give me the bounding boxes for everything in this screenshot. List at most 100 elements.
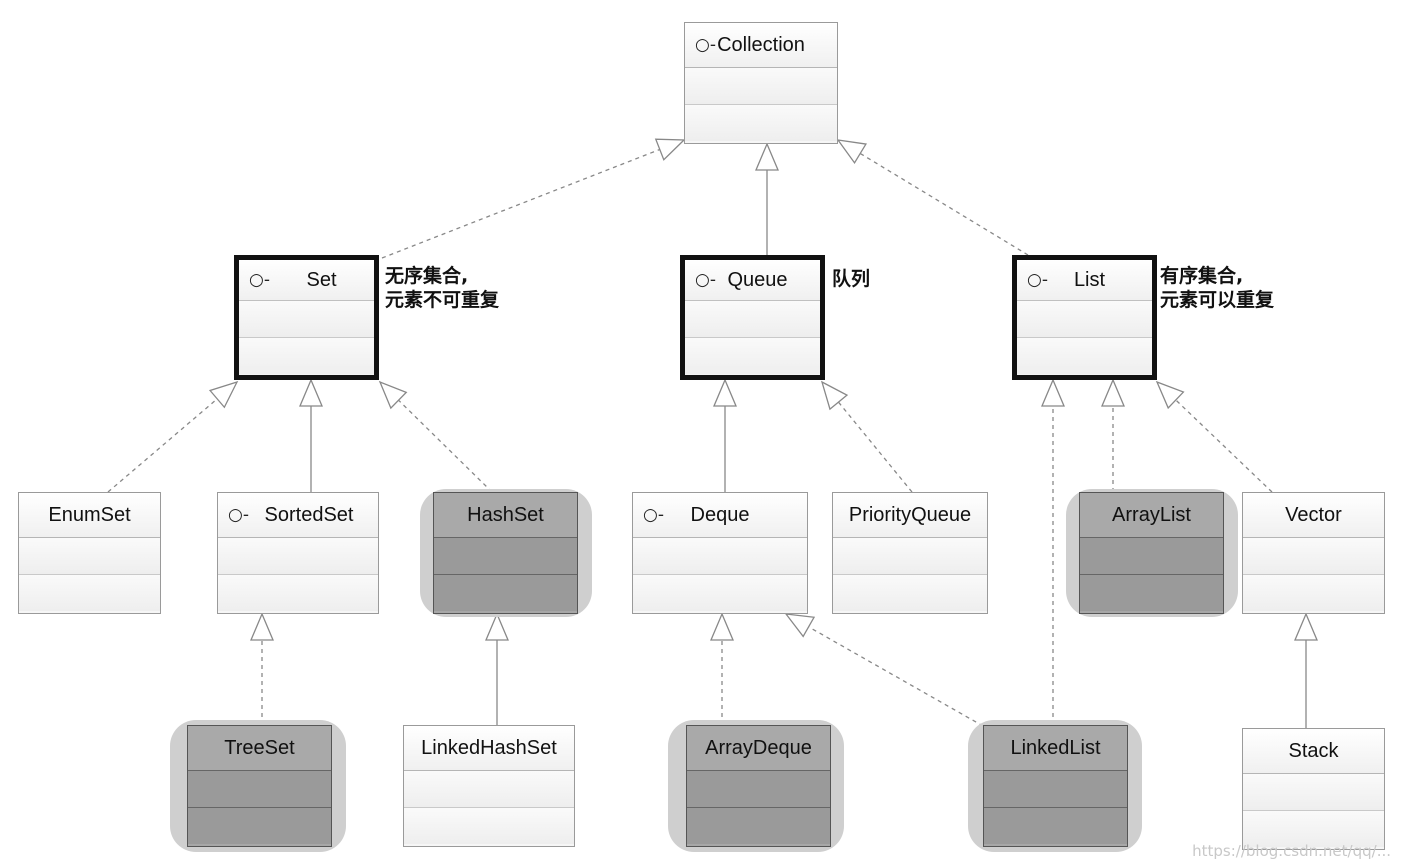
vector-name: Vector: [1285, 504, 1342, 526]
set-annotation: 无序集合, 元素不可重复: [385, 265, 500, 311]
treeset-attributes: [188, 771, 331, 808]
stack-to-vector-arrowhead: [1294, 612, 1318, 641]
set-class[interactable]: ○- Set: [234, 255, 379, 380]
deque-header: ○- Deque: [633, 493, 807, 538]
treeset-class[interactable]: TreeSet: [187, 725, 332, 847]
hashset-name: HashSet: [467, 504, 544, 526]
set-header: ○- Set: [239, 260, 374, 301]
set-to-collection-line: [381, 148, 661, 259]
queue-attributes: [685, 301, 820, 338]
deque-attributes: [633, 538, 807, 575]
interface-icon: ○-: [643, 505, 664, 525]
hashset-to-set-line: [398, 399, 493, 493]
interface-icon: ○-: [249, 270, 270, 290]
arraydeque-name: ArrayDeque: [705, 737, 812, 759]
priorityqueue-to-queue-arrowhead: [820, 380, 849, 411]
enumset-to-set-line: [107, 398, 218, 493]
vector-class[interactable]: Vector: [1242, 492, 1385, 614]
sortedset-class[interactable]: ○- SortedSet: [217, 492, 379, 614]
queue-annotation: 队列: [832, 268, 871, 290]
arraylist-attributes: [1080, 538, 1223, 575]
collection-methods: [685, 105, 837, 141]
enumset-class[interactable]: EnumSet: [18, 492, 161, 614]
interface-icon: ○-: [695, 35, 716, 55]
list-name: List: [1073, 269, 1106, 291]
linkedlist-attributes: [984, 771, 1127, 808]
deque-to-queue-arrowhead: [713, 378, 737, 407]
linkedlist-header: LinkedList: [984, 726, 1127, 771]
list-attributes: [1017, 301, 1152, 338]
linkedlist-class[interactable]: LinkedList: [983, 725, 1128, 847]
linkedhashset-to-hashset-arrowhead: [485, 612, 509, 641]
arraylist-to-list-arrowhead: [1101, 378, 1125, 407]
deque-name: Deque: [690, 504, 750, 526]
priorityqueue-name: PriorityQueue: [848, 504, 972, 526]
list-class[interactable]: ○- List: [1012, 255, 1157, 380]
vector-to-list-arrowhead: [1155, 380, 1185, 410]
priorityqueue-attributes: [833, 538, 987, 575]
priorityqueue-header: PriorityQueue: [833, 493, 987, 538]
treeset-name: TreeSet: [224, 737, 295, 759]
linkedlist-to-list-arrowhead: [1041, 378, 1065, 407]
linkedhashset-header: LinkedHashSet: [404, 726, 574, 771]
hashset-header: HashSet: [434, 493, 577, 538]
sortedset-header: ○- SortedSet: [218, 493, 378, 538]
hashset-methods: [434, 575, 577, 611]
enumset-header: EnumSet: [19, 493, 160, 538]
arraydeque-class[interactable]: ArrayDeque: [686, 725, 831, 847]
enumset-to-set-arrowhead: [208, 380, 239, 409]
arraydeque-header: ArrayDeque: [687, 726, 830, 771]
watermark: https://blog.csdn.net/qq/...: [1192, 842, 1391, 860]
vector-methods: [1243, 575, 1384, 611]
interface-icon: ○-: [1027, 270, 1048, 290]
priorityqueue-methods: [833, 575, 987, 611]
enumset-name: EnumSet: [48, 504, 131, 526]
deque-methods: [633, 575, 807, 611]
collection-name: Collection: [717, 34, 805, 56]
list-annotation: 有序集合, 元素可以重复: [1160, 265, 1275, 311]
deque-class[interactable]: ○- Deque: [632, 492, 808, 614]
vector-attributes: [1243, 538, 1384, 575]
priorityqueue-class[interactable]: PriorityQueue: [832, 492, 988, 614]
collection-header: ○- Collection: [685, 23, 837, 68]
set-methods: [239, 338, 374, 374]
sortedset-methods: [218, 575, 378, 611]
linkedhashset-methods: [404, 808, 574, 844]
stack-name: Stack: [1288, 740, 1339, 762]
arraylist-class[interactable]: ArrayList: [1079, 492, 1224, 614]
linkedlist-name: LinkedList: [1010, 737, 1101, 759]
hashset-attributes: [434, 538, 577, 575]
collection-attributes: [685, 68, 837, 105]
treeset-to-sortedset-arrowhead: [250, 612, 274, 641]
queue-header: ○- Queue: [685, 260, 820, 301]
hashset-class[interactable]: HashSet: [433, 492, 578, 614]
arraylist-header: ArrayList: [1080, 493, 1223, 538]
set-to-collection-arrowhead: [654, 138, 686, 161]
set-name: Set: [306, 269, 337, 291]
treeset-header: TreeSet: [188, 726, 331, 771]
sortedset-to-set-arrowhead: [299, 378, 323, 407]
arraydeque-attributes: [687, 771, 830, 808]
treeset-methods: [188, 808, 331, 844]
stack-attributes: [1243, 774, 1384, 811]
priorityqueue-to-queue-line: [837, 401, 913, 493]
list-to-collection-arrowhead: [836, 139, 868, 165]
set-attributes: [239, 301, 374, 338]
stack-class[interactable]: Stack: [1242, 728, 1385, 850]
enumset-methods: [19, 575, 160, 611]
linkedhashset-class[interactable]: LinkedHashSet: [403, 725, 575, 847]
collection-class[interactable]: ○- Collection: [684, 22, 838, 144]
enumset-attributes: [19, 538, 160, 575]
linkedlist-methods: [984, 808, 1127, 844]
queue-methods: [685, 338, 820, 374]
queue-class[interactable]: ○- Queue: [680, 255, 825, 380]
list-header: ○- List: [1017, 260, 1152, 301]
sortedset-name: SortedSet: [264, 504, 354, 526]
stack-methods: [1243, 811, 1384, 847]
sortedset-attributes: [218, 538, 378, 575]
list-methods: [1017, 338, 1152, 374]
interface-icon: ○-: [695, 270, 716, 290]
interface-icon: ○-: [228, 505, 249, 525]
linkedhashset-name: LinkedHashSet: [421, 737, 557, 759]
